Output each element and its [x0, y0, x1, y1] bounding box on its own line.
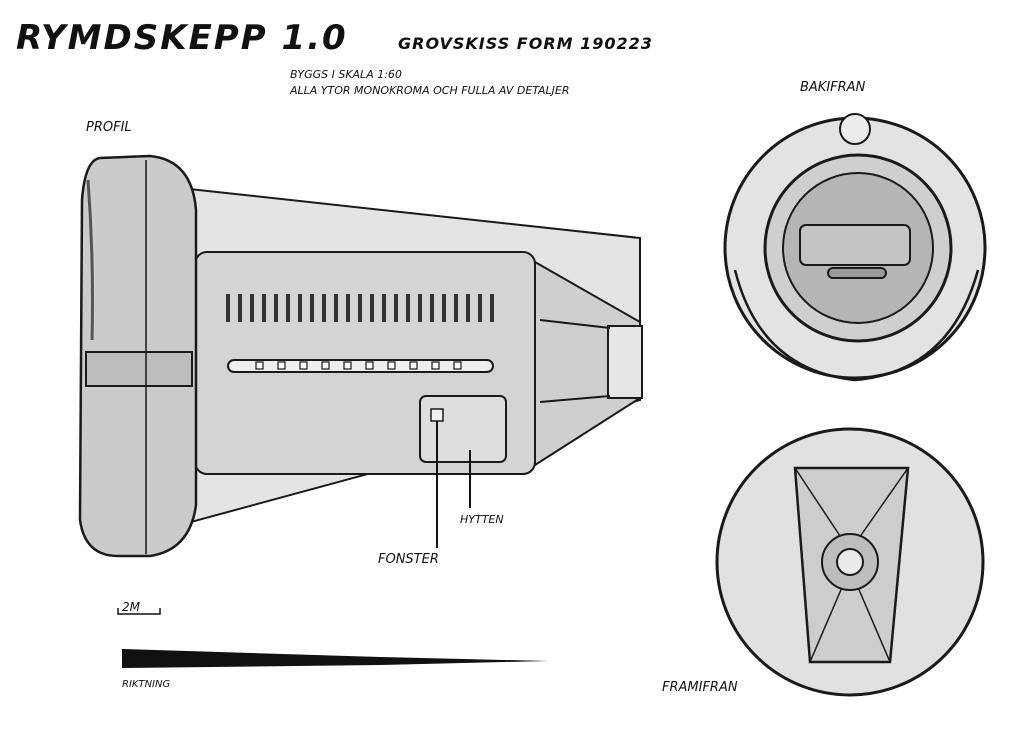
- rear-view: [723, 113, 987, 382]
- nose-line: [539, 319, 611, 329]
- surface-note: ALLA YTOR MONOKROMA OCH FULLA AV DETALJE…: [290, 84, 570, 97]
- ring-shade: [86, 179, 94, 341]
- window-callout-label: FONSTER: [378, 552, 439, 567]
- sketch-subtitle: GROVSKISS FORM 190223: [398, 34, 653, 53]
- sketch-title: RYMDSKEPP 1.0: [16, 18, 348, 58]
- front-shield-line: [851, 467, 909, 549]
- ring-band: [85, 351, 193, 387]
- nose-line: [539, 395, 611, 403]
- scale-label: 2M: [122, 600, 140, 614]
- front-view-label: FRAMIFRAN: [662, 680, 738, 695]
- direction-label: RIKTNING: [122, 679, 171, 690]
- window-square: [430, 408, 444, 422]
- cabin-callout-label: HYTTEN: [460, 513, 504, 526]
- profile-view: [78, 154, 643, 558]
- vent-grille: [226, 294, 494, 322]
- rear-top-knob: [839, 113, 871, 145]
- front-view: [715, 427, 985, 697]
- front-shield-line: [809, 577, 847, 663]
- scale-note: BYGGS I SKALA 1:60: [290, 68, 402, 81]
- rear-slot: [827, 267, 887, 279]
- front-shield-line: [794, 467, 849, 549]
- strip-lights: [255, 361, 462, 370]
- rear-engine-block: [799, 224, 911, 266]
- rear-lower-arc: [733, 269, 980, 382]
- direction-arrow: [122, 649, 548, 668]
- front-nose-tip: [836, 548, 864, 576]
- rear-view-label: BAKIFRAN: [800, 80, 866, 95]
- cabin-panel: [419, 395, 507, 463]
- front-shield-line: [853, 577, 891, 663]
- profile-view-label: PROFIL: [86, 120, 132, 135]
- light-strip: [227, 359, 494, 373]
- nose-tip: [607, 325, 643, 399]
- scale-bar: [117, 608, 161, 615]
